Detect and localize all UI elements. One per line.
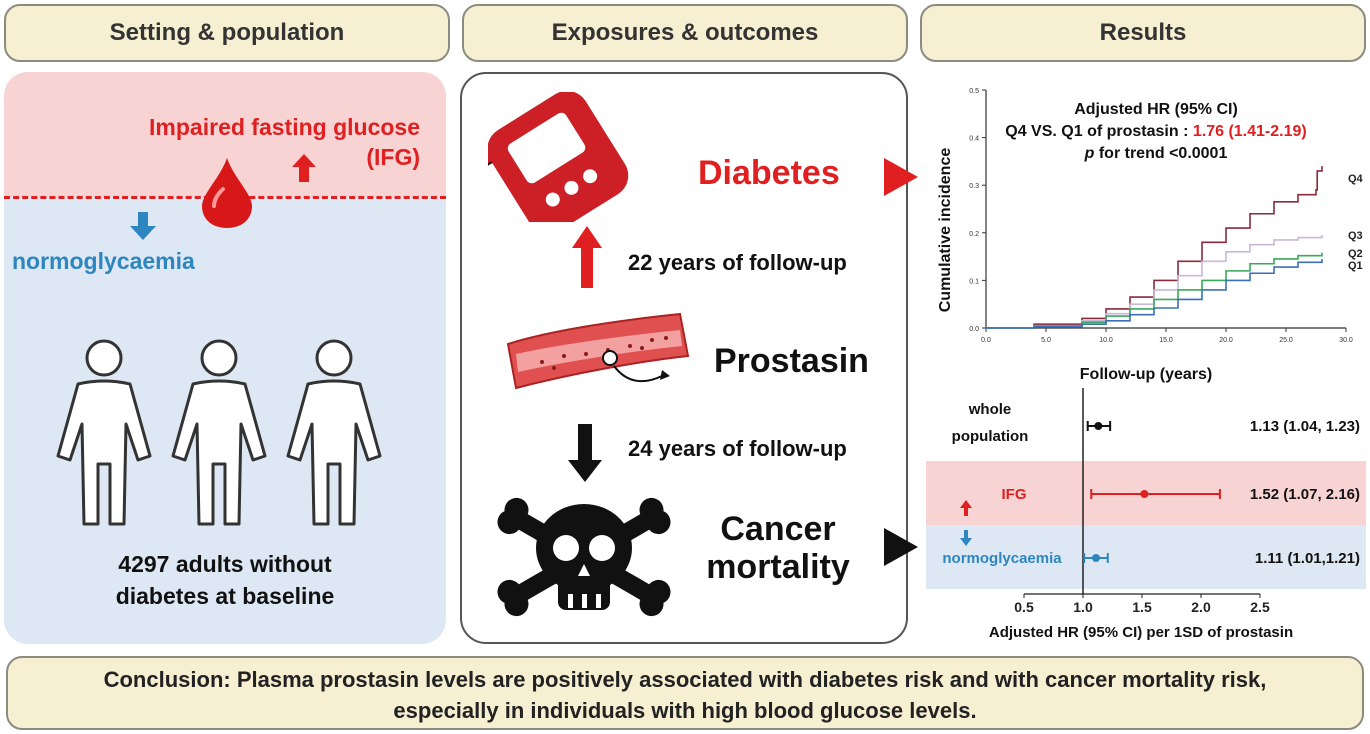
forest-row-label: IFG	[1002, 486, 1027, 503]
km-y-tick-label: 0.0	[969, 326, 979, 333]
km-series-label: Q1	[1348, 260, 1363, 272]
diabetes-label: Diabetes	[698, 154, 840, 192]
km-y-tick-label: 0.5	[969, 88, 979, 95]
km-x-tick-label: 15.0	[1159, 337, 1173, 344]
arrow-up-icon	[572, 226, 602, 288]
arrow-up-icon	[960, 500, 972, 516]
km-title-line3: p for trend <0.0001	[1084, 145, 1228, 162]
km-ylabel: Cumulative incidence	[937, 148, 954, 313]
forest-hr-text: 1.52 (1.07, 2.16)	[1250, 486, 1360, 503]
followup-diabetes-label: 22 years of follow-up	[628, 250, 847, 275]
km-series-q3	[986, 235, 1323, 329]
km-title-line2: Q4 VS. Q1 of prostasin : 1.76 (1.41-2.19…	[1005, 123, 1306, 140]
km-y-tick-label: 0.2	[969, 231, 979, 238]
blood-vessel-icon	[506, 312, 690, 390]
arrow-down-icon	[960, 530, 972, 546]
glucose-meter-icon	[488, 92, 629, 222]
cancer-mortality-label: Cancer mortality	[688, 510, 868, 586]
cancer-label-line1: Cancer	[720, 510, 836, 548]
km-title-line2-value: 1.76 (1.41-2.19)	[1193, 123, 1307, 140]
ifg-label-line2: (IFG)	[366, 144, 420, 170]
setting-panel: Impaired fasting glucose (IFG) normoglyc…	[4, 72, 446, 644]
km-x-tick-label: 30.0	[1339, 337, 1353, 344]
population-text: 4297 adults without diabetes at baseline	[4, 548, 446, 612]
blood-drop-icon	[202, 158, 252, 228]
km-xlabel: Follow-up (years)	[1080, 366, 1212, 383]
forest-x-tick-label: 1.5	[1132, 599, 1152, 615]
km-x-tick-label: 20.0	[1219, 337, 1233, 344]
ifg-label: Impaired fasting glucose (IFG)	[149, 112, 420, 172]
km-series-q4	[986, 166, 1323, 329]
prostasin-label: Prostasin	[714, 342, 869, 380]
forest-xlabel: Adjusted HR (95% CI) per 1SD of prostasi…	[989, 624, 1293, 641]
forest-row-label: normoglycaemia	[942, 550, 1062, 567]
conclusion-box: Conclusion: Plasma prostasin levels are …	[6, 656, 1364, 730]
header-setting: Setting & population	[4, 4, 450, 62]
population-line2: diabetes at baseline	[115, 583, 335, 609]
conclusion-line2: especially in individuals with high bloo…	[393, 698, 977, 723]
arrow-down-icon	[130, 212, 156, 240]
km-series-label: Q3	[1348, 230, 1363, 242]
forest-point	[1140, 490, 1149, 498]
forest-band	[926, 525, 1366, 589]
people-icon	[56, 339, 382, 526]
km-title-line3-p: p	[1084, 145, 1095, 162]
km-x-tick-label: 25.0	[1279, 337, 1293, 344]
ifg-label-line1: Impaired fasting glucose	[149, 114, 420, 140]
forest-plot: 0.5 1.0 1.5 2.0 2.5 1.13 (1.04, 1.23) whole po…	[926, 388, 1366, 641]
header-results-label: Results	[1099, 19, 1187, 46]
forest-x-tick-label: 2.5	[1250, 599, 1270, 615]
forest-row-label: population	[952, 428, 1029, 445]
km-y-tick-label: 0.3	[969, 183, 979, 190]
followup-cancer-label: 24 years of follow-up	[628, 436, 847, 461]
pointer-diabetes-icon	[884, 158, 918, 196]
km-series-label: Q4	[1348, 173, 1364, 185]
conclusion-line1: Conclusion: Plasma prostasin levels are …	[103, 667, 1267, 692]
forest-hr-text: 1.11 (1.01,1.21)	[1255, 550, 1360, 567]
km-series-q2	[986, 252, 1323, 329]
exposures-panel: Diabetes 22 years of follow-up Prostasin…	[460, 72, 908, 644]
normo-label: normoglycaemia	[12, 248, 195, 274]
forest-point	[1094, 422, 1103, 430]
km-title-line3-rest: for trend <0.0001	[1094, 145, 1227, 162]
header-setting-label: Setting & population	[109, 19, 345, 46]
forest-row-label: whole	[968, 401, 1012, 418]
km-series-q1	[986, 258, 1323, 329]
arrow-down-icon	[568, 424, 602, 482]
forest-point	[1091, 554, 1100, 562]
header-exposures-label: Exposures & outcomes	[551, 19, 819, 46]
arrow-up-icon	[292, 154, 316, 182]
skull-crossbones-icon	[497, 497, 671, 617]
forest-x-tick-label: 0.5	[1014, 599, 1034, 615]
forest-x-tick-label: 2.0	[1191, 599, 1211, 615]
km-title-line1: Adjusted HR (95% CI)	[1074, 101, 1238, 118]
km-x-tick-label: 0.0	[981, 337, 991, 344]
forest-x-tick-label: 1.0	[1073, 599, 1093, 615]
km-y-tick-label: 0.1	[969, 278, 979, 285]
km-series-label: Q2	[1348, 248, 1363, 260]
km-x-tick-label: 10.0	[1099, 337, 1113, 344]
km-y-tick-label: 0.4	[969, 136, 979, 143]
header-exposures: Exposures & outcomes	[462, 4, 908, 62]
header-results: Results	[920, 4, 1366, 62]
forest-hr-text: 1.13 (1.04, 1.23)	[1250, 418, 1360, 435]
cancer-label-line2: mortality	[706, 548, 850, 586]
km-title-line2-prefix: Q4 VS. Q1 of prostasin :	[1005, 123, 1193, 140]
population-line1: 4297 adults without	[118, 551, 332, 577]
pointer-cancer-icon	[884, 528, 918, 566]
cumulative-incidence-chart: 0.0 5.0 10.0 15.0 20.0 25.0 30.0 0.0 0.1 0.2 0.3 0.…	[937, 88, 1364, 383]
km-x-tick-label: 5.0	[1041, 337, 1051, 344]
